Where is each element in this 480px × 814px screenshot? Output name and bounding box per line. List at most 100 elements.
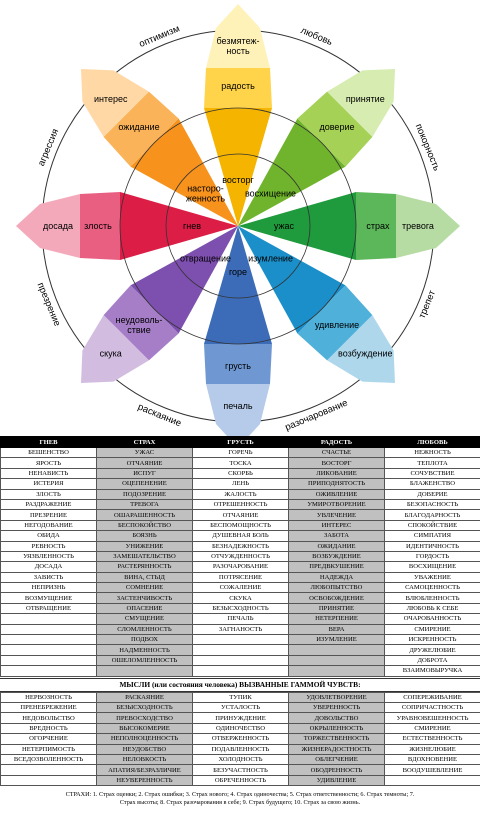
table-cell bbox=[288, 654, 385, 667]
table-cell: ДОВЕРИЕ bbox=[384, 488, 480, 500]
table-cell: ПОТРЯСЕНИЕ bbox=[192, 571, 289, 584]
table-cell: СОЧУВСТВИЕ bbox=[384, 467, 480, 480]
table-cell: УСТАЛОСТЬ bbox=[192, 701, 289, 714]
table-cell: ЕСТЕСТВЕННОСТЬ bbox=[384, 733, 480, 745]
table-cell: СКУКА bbox=[192, 592, 289, 604]
table-cell: ЯРОСТЬ bbox=[0, 457, 97, 469]
label-fear-outer: тревога bbox=[402, 221, 434, 231]
table-cell: ОПАСЕНИЕ bbox=[96, 602, 193, 615]
table-cell: ОГОРЧЕНИЕ bbox=[0, 733, 97, 745]
table-cell bbox=[192, 644, 289, 656]
table-cell: ВЕРА bbox=[288, 623, 385, 636]
petal-joy-middle bbox=[204, 68, 272, 108]
emotion-wheel-svg: восторградостьбезмятеж-ностьвосхищениедо… bbox=[16, 4, 460, 436]
label-anger-outer: досада bbox=[43, 221, 73, 231]
table-cell: БЕЗНАДЕЖНОСТЬ bbox=[192, 540, 289, 552]
table-cell bbox=[0, 654, 97, 667]
table-cell: ВОСХИЩЕНИЕ bbox=[384, 561, 480, 573]
table-cell: БЕЗЫСХОДНОСТЬ bbox=[96, 701, 193, 714]
label-joy-middle: радость bbox=[221, 81, 255, 91]
table-cell: РАСКАЯНИЕ bbox=[96, 691, 193, 704]
table-cell: ВСЕДОЗВОЛЕННОСТЬ bbox=[0, 753, 97, 766]
table-cell: ОШАРАШЕННОСТЬ bbox=[96, 509, 193, 521]
label-trust-middle: доверие bbox=[320, 122, 355, 132]
table-cell: САМОЦЕННОСТЬ bbox=[384, 582, 480, 594]
table-cell: ВЫСОКОМЕРИЕ bbox=[96, 722, 193, 735]
table-cell: НЕЛОВКОСТЬ bbox=[96, 753, 193, 766]
table-cell: ОТЧАЯНИЕ bbox=[192, 509, 289, 521]
table-cell: ИНТЕРЕС bbox=[288, 519, 385, 532]
table-cell bbox=[0, 644, 97, 656]
label-surprise-middle: удивление bbox=[315, 320, 359, 330]
table-cell: ВОЗБУЖДЕНИЕ bbox=[288, 550, 385, 563]
label-joy-outer: безмятеж-ность bbox=[217, 36, 260, 56]
petal-trust-inner bbox=[238, 118, 346, 226]
table-cell bbox=[0, 764, 97, 776]
label-fear-inner: ужас bbox=[274, 221, 295, 231]
petal-anticipation-middle bbox=[103, 91, 179, 167]
label-disgust-inner: отвращение bbox=[180, 254, 231, 264]
table-cell: НЕГОДОВАНИЕ bbox=[0, 519, 97, 532]
table-cell: УНИЖЕНИЕ bbox=[96, 540, 193, 552]
table-cell bbox=[192, 665, 289, 677]
petal-anger-outer bbox=[16, 194, 80, 258]
table-cell: НЕРВОЗНОСТЬ bbox=[0, 691, 97, 704]
table-cell: НЕПРИЗНЬ bbox=[0, 582, 97, 594]
table-cell bbox=[0, 623, 97, 636]
table-cell: ДОБРОТА bbox=[384, 654, 480, 667]
table-cell: СЧАСТЬЕ bbox=[288, 446, 385, 459]
fears-footer: СТРАХИ: 1. Страх оценки; 2. Страх ошибки… bbox=[0, 786, 480, 807]
table-cell bbox=[288, 665, 385, 677]
table-cell: ЖИЗНЕРАДОСТНОСТЬ bbox=[288, 743, 385, 755]
table-header-cell: СТРАХ bbox=[96, 436, 193, 448]
table-cell: УМИРОТВОРЕНИЕ bbox=[288, 498, 385, 511]
table-cell: НЕПОЛНОЦЕННОСТЬ bbox=[96, 733, 193, 745]
table-cell: ОТВЕРЖЕННОСТЬ bbox=[192, 733, 289, 745]
table-cell: ОТРЕШЕННОСТЬ bbox=[192, 498, 289, 511]
table-header-cell: ЛЮБОВЬ bbox=[384, 436, 480, 448]
table-cell: ЖИЗНЕЛЮБИЕ bbox=[384, 743, 480, 755]
table-cell bbox=[0, 613, 97, 625]
table-cell: ОБОДРЕННОСТЬ bbox=[288, 764, 385, 776]
table-cell: НЕТЕРПИМОСТЬ bbox=[0, 743, 97, 755]
table-cell: ПОДОЗРЕНИЕ bbox=[96, 488, 193, 500]
table-cell: ОШЕЛОМЛЕННОСТЬ bbox=[96, 654, 193, 667]
table-cell: ПРИНУЖДЕНИЕ bbox=[192, 712, 289, 724]
petal-fear-middle bbox=[356, 192, 396, 260]
label-sadness-inner: горе bbox=[229, 267, 247, 277]
table-cell: СОПРИЧАСТНОСТЬ bbox=[384, 701, 480, 714]
table-cell: ЛЕНЬ bbox=[192, 478, 289, 490]
table-cell: ОЧАРОВАННОСТЬ bbox=[384, 613, 480, 625]
table-cell: ГОРДОСТЬ bbox=[384, 550, 480, 563]
table-cell: СМИРЕНИЕ bbox=[384, 623, 480, 636]
table-cell: ОБИДА bbox=[0, 530, 97, 542]
dyad-label-2: трепет bbox=[417, 288, 439, 320]
table-cell: ВООДУШЕВЛЕНИЕ bbox=[384, 764, 480, 776]
table-cell: ТОСКА bbox=[192, 457, 289, 469]
table-cell: БЛАГОДАРНОСТЬ bbox=[384, 509, 480, 521]
table-cell: ПЕЧАЛЬ bbox=[192, 613, 289, 625]
table-cell: ЗАМЕШАТЕЛЬСТВО bbox=[96, 550, 193, 563]
table-cell: ЛЮБОВЬ К СЕБЕ bbox=[384, 602, 480, 615]
table-cell: БЕЗЫСХОДНОСТЬ bbox=[192, 602, 289, 615]
table-cell: УВЕРЕННОСТЬ bbox=[288, 701, 385, 714]
table-row: ОШЕЛОМЛЕННОСТЬ ДОБРОТА bbox=[0, 654, 480, 667]
table-cell: ЛЮБОПЫТСТВО bbox=[288, 582, 385, 594]
petal-anticipation-inner bbox=[130, 118, 238, 226]
table-cell: БЛАЖЕНСТВО bbox=[384, 478, 480, 490]
petal-surprise-inner bbox=[238, 226, 346, 334]
table-cell: ПРЕЗРЕНИЕ bbox=[0, 509, 97, 521]
table-cell: ОЖИВЛЕНИЕ bbox=[288, 488, 385, 500]
